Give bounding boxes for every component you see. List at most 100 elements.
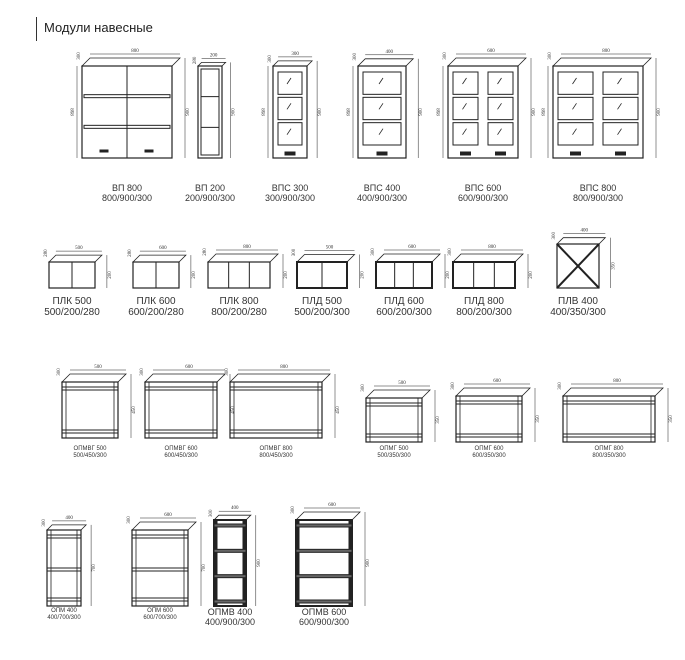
cabinet-body xyxy=(375,261,433,289)
module-dimensions: 200/900/300 xyxy=(184,193,236,203)
glass-glint xyxy=(378,103,384,110)
inner-height-label: 898 xyxy=(437,108,442,116)
depth-dimension-label: 300 xyxy=(361,384,366,392)
depth-dimension-label: 280 xyxy=(44,249,49,257)
height-dimension-label: 350 xyxy=(436,416,441,424)
metal-post xyxy=(348,519,353,607)
module-dimensions: 500/200/280 xyxy=(44,307,100,318)
cabinet-body xyxy=(295,519,353,607)
glass-pane xyxy=(487,71,514,95)
handle-icon xyxy=(376,151,388,156)
module-name: ВПС 800 xyxy=(579,183,617,193)
shelf xyxy=(46,567,82,572)
depth-dimension-label: 300 xyxy=(548,52,553,60)
glass-pane xyxy=(277,122,303,146)
height-dimension-label: 450 xyxy=(336,406,341,414)
module-name: ПЛК 500 xyxy=(52,296,92,307)
shelf xyxy=(562,433,656,438)
glass-pane xyxy=(487,96,514,121)
cabinet-body xyxy=(552,65,644,159)
depth-dimension-label: 300 xyxy=(448,248,453,256)
width-dimension-label: 500 xyxy=(94,365,102,370)
top-panel xyxy=(452,253,524,263)
width-dimension-label: 800 xyxy=(131,49,139,54)
shelf xyxy=(83,124,171,129)
width-dimension-label: 400 xyxy=(65,516,73,521)
module-dimensions: 600/200/280 xyxy=(128,307,184,318)
shelf xyxy=(295,574,353,579)
glass-glint xyxy=(462,77,467,85)
shelf xyxy=(295,523,353,528)
module-name: ПЛК 800 xyxy=(219,296,259,307)
depth-dimension-label: 300 xyxy=(127,516,132,524)
glass-pane xyxy=(557,96,594,121)
width-dimension-label: 400 xyxy=(231,506,239,511)
handle-icon xyxy=(144,149,154,153)
module-dimensions: 600/700/300 xyxy=(143,615,177,621)
inner-height-label: 898 xyxy=(542,108,547,116)
module-dimensions: 300/900/300 xyxy=(264,193,316,203)
handle-icon xyxy=(99,149,109,153)
shelf xyxy=(46,597,82,602)
shelf xyxy=(61,429,119,434)
height-dimension-label: 900 xyxy=(186,108,191,116)
module-name: ВПС 300 xyxy=(271,183,309,193)
module-drawing: 500 300 350 xyxy=(361,381,441,443)
module-dimensions: 800/350/300 xyxy=(592,453,626,459)
width-dimension-label: 800 xyxy=(602,49,610,54)
width-dimension-label: 500 xyxy=(398,381,406,386)
metal-post xyxy=(242,519,247,607)
metal-post xyxy=(295,519,300,607)
shelf xyxy=(131,567,189,572)
depth-dimension-label: 300 xyxy=(353,53,358,61)
module-name: ОПМВ 400 xyxy=(207,607,253,617)
shelf xyxy=(229,429,323,434)
height-dimension-label: 700 xyxy=(92,564,97,572)
module-dimensions: 400/700/300 xyxy=(47,615,81,621)
width-dimension-label: 600 xyxy=(328,503,336,508)
width-dimension-label: 400 xyxy=(581,229,589,234)
height-dimension-label: 900 xyxy=(318,108,323,116)
inner-frame xyxy=(200,68,220,156)
top-panel xyxy=(447,57,527,67)
metal-post xyxy=(365,397,371,443)
glass-pane xyxy=(602,96,639,121)
module-dimensions: 800/900/300 xyxy=(101,193,153,203)
width-dimension-label: 800 xyxy=(243,245,251,250)
cross-divider xyxy=(556,243,600,289)
width-dimension-label: 600 xyxy=(487,49,495,54)
module-name: ОПМ 600 xyxy=(147,608,173,614)
shelf xyxy=(144,386,218,391)
metal-post xyxy=(650,395,656,443)
width-dimension-label: 800 xyxy=(280,365,288,370)
width-dimension-label: 600 xyxy=(185,365,193,370)
module-name: ПЛД 800 xyxy=(464,296,504,307)
page-title: Модули навесные xyxy=(44,20,153,35)
metal-post xyxy=(562,395,568,443)
top-panel xyxy=(46,524,88,531)
top-panel xyxy=(295,511,361,521)
shelf xyxy=(144,429,218,434)
width-dimension-label: 600 xyxy=(164,513,172,518)
